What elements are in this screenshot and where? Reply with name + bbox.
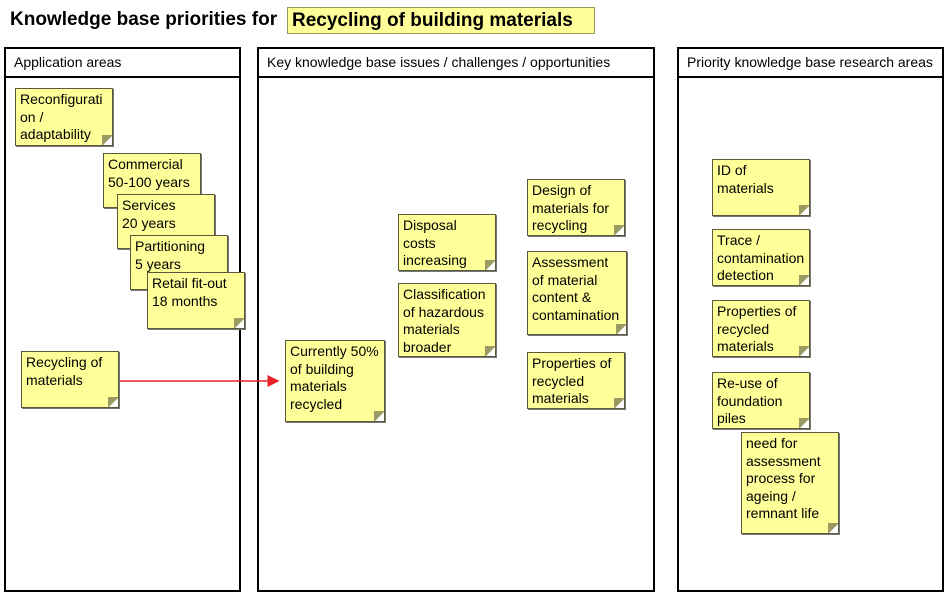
- note-retail-fitout: Retail fit-out 18 months: [147, 272, 245, 329]
- note-reconfiguration: Reconfigurati on / adaptability: [15, 88, 113, 146]
- note-reuse-piles: Re-use of foundation piles: [712, 372, 810, 429]
- note-properties-right: Properties of recycled materials: [712, 300, 810, 357]
- note-id-materials: ID of materials: [712, 159, 810, 216]
- note-assessment: Assessment of material content & contami…: [527, 251, 627, 335]
- page-title: Knowledge base priorities for: [10, 9, 278, 30]
- note-design-recycling: Design of materials for recycling: [527, 179, 625, 236]
- note-recycling-materials: Recycling of materials: [21, 351, 119, 408]
- note-disposal-costs: Disposal costs increasing: [398, 214, 496, 271]
- issues-header: Key knowledge base issues / challenges /…: [257, 47, 655, 78]
- application-areas-header: Application areas: [4, 47, 241, 78]
- research-header: Priority knowledge base research areas: [677, 47, 944, 78]
- title-topic-highlight: Recycling of building materials: [287, 7, 595, 34]
- note-classification: Classification of hazardous materials br…: [398, 283, 496, 357]
- note-assessment-process: need for assessment process for ageing /…: [741, 432, 839, 534]
- note-currently-50: Currently 50% of building materials recy…: [285, 340, 385, 422]
- note-properties-mid: Properties of recycled materials: [527, 352, 625, 409]
- note-trace-contamination: Trace / contamination detection: [712, 229, 810, 286]
